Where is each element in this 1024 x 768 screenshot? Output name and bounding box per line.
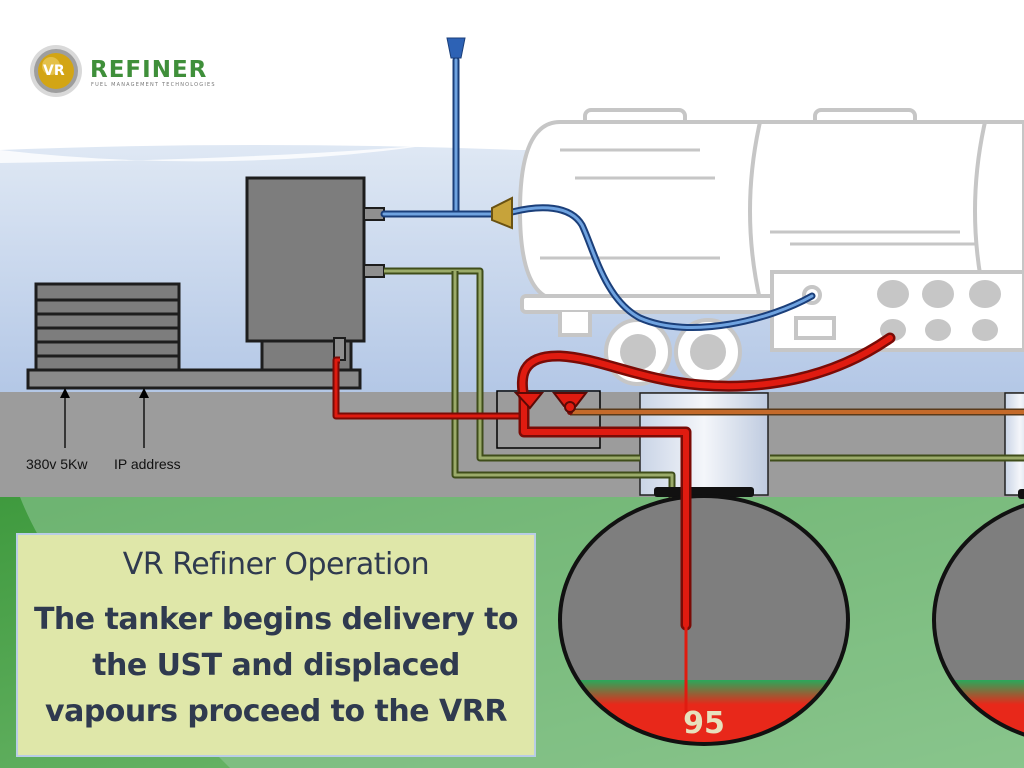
valves <box>513 392 589 413</box>
vent-cap <box>446 37 466 59</box>
fuel-line <box>332 356 528 420</box>
ground-band <box>0 392 1024 497</box>
logo-icon <box>30 45 82 97</box>
riser-tank-1 <box>639 392 769 496</box>
underground-tank-2 <box>932 489 1024 744</box>
connection-arrows <box>60 388 149 448</box>
vapour-coupler <box>491 196 513 230</box>
brown-pipeline <box>570 408 1024 462</box>
riser-tank-2 <box>1004 392 1024 496</box>
recovery-unit <box>26 176 385 390</box>
info-body: The tanker begins delivery to the UST an… <box>33 602 519 729</box>
brand-tagline: FUEL MANAGEMENT TECHNOLOGIES <box>91 82 216 88</box>
tanker-truck <box>517 108 1024 386</box>
network-label: IP address <box>114 456 181 472</box>
info-title: VR Refiner Operation <box>122 547 430 582</box>
sky-swoosh <box>0 145 430 163</box>
logo-initials: VR <box>43 63 65 79</box>
info-panel: VR Refiner Operation The tanker begins d… <box>16 533 536 757</box>
tank-grade-label: 95 <box>683 706 725 741</box>
vrr-cabinet <box>245 176 366 343</box>
base-plate <box>26 368 362 390</box>
vapour-line <box>380 56 816 331</box>
power-label: 380v 5Kw <box>26 456 88 472</box>
brand-name: REFINER <box>90 57 208 83</box>
